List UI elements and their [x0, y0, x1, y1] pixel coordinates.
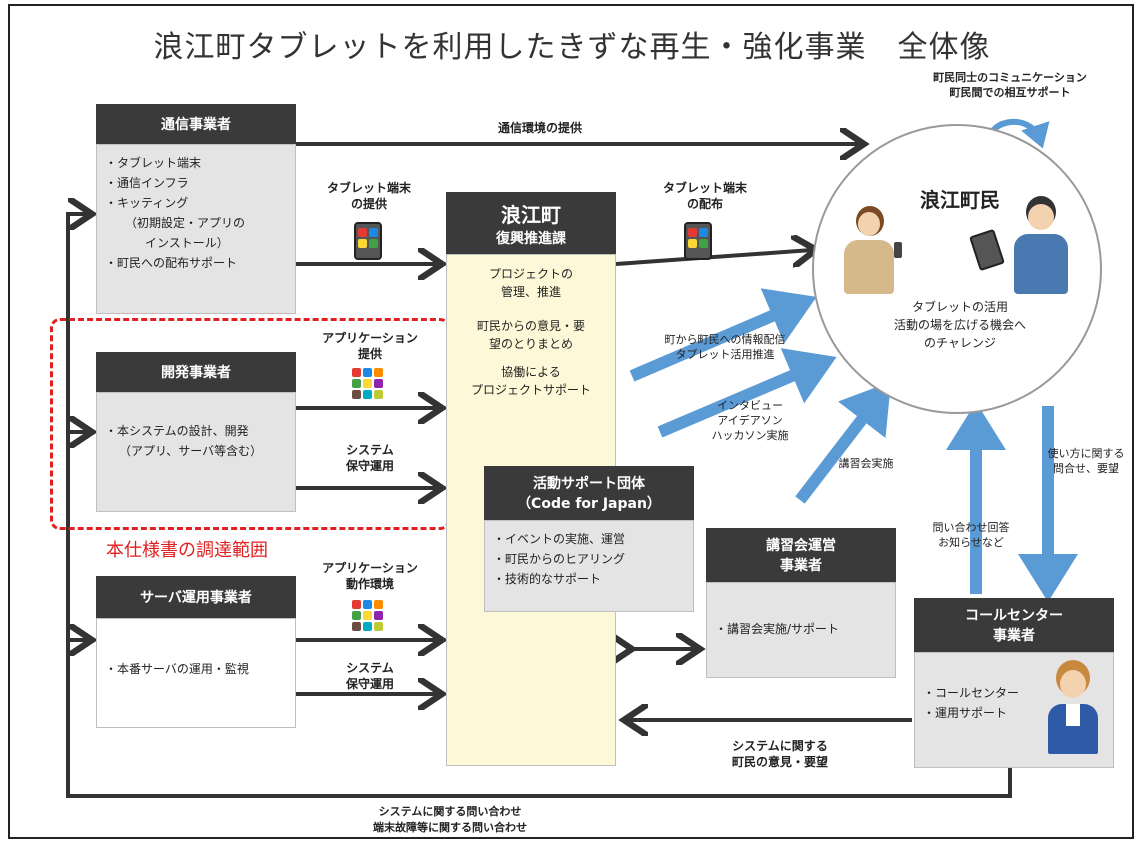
kaihatsu-item: ・本システムの設計、開発: [105, 424, 249, 438]
katsudo-item: ・技術的なサポート: [493, 572, 602, 586]
namie-header-sub: 復興推進課: [496, 230, 566, 247]
arrow-interview: [657, 348, 837, 438]
call-item: ・運用サポート: [923, 706, 1008, 720]
label-sys-maint2: システム 保守運用: [345, 661, 394, 691]
label-tablet-dist: タブレット端末 の配布: [662, 181, 747, 211]
katsudo-header: 活動サポート団体 （Code for Japan）: [484, 466, 694, 520]
label-usage-q: 使い方に関する 問合せ、要望: [1047, 447, 1125, 475]
label-app-provide: アプリケーション 提供: [322, 331, 418, 361]
katsudo-body: ・イベントの実施、運営 ・町民からのヒアリング ・技術的なサポート: [484, 520, 694, 612]
server-header: サーバ運用事業者: [96, 576, 296, 618]
page-title: 浪江町タブレットを利用したきずな再生・強化事業 全体像: [153, 30, 991, 65]
label-bottom: システムに関する問い合わせ 端末故障等に関する問い合わせ: [373, 805, 527, 834]
namie-item: 町民からの意見・要 望のとりまとめ: [476, 319, 585, 351]
katsudo-item: ・町民からのヒアリング: [493, 552, 626, 566]
tablet-icon-provide: [354, 222, 382, 260]
katsudo-item: ・イベントの実施、運営: [493, 532, 626, 546]
arrow-tablet-dist: [615, 250, 812, 264]
resident-person-man: [969, 196, 1072, 296]
diagram-frame: [8, 4, 1134, 839]
label-sys-maint1: システム 保守運用: [345, 443, 394, 473]
server-body: ・本番サーバの運用・監視: [96, 618, 296, 728]
resident-person-woman: [842, 206, 902, 296]
server-item: ・本番サーバの運用・監視: [105, 662, 249, 676]
scope-label: 本仕様書の調達範囲: [106, 540, 268, 561]
koshukai-header: 講習会運営 事業者: [706, 528, 896, 582]
kaihatsu-body: ・本システムの設計、開発 （アプリ、サーバ等含む）: [96, 392, 296, 512]
arrow-koshu: [795, 381, 891, 504]
residents-title: 浪江町民: [920, 188, 1000, 212]
tsushin-item: インストール）: [145, 236, 229, 250]
kaihatsu-header: 開発事業者: [96, 352, 296, 392]
namie-item: プロジェクトの 管理、推進: [488, 267, 573, 299]
tsushin-header: 通信事業者: [96, 104, 296, 144]
kaihatsu-item: （アプリ、サーバ等含む）: [119, 444, 263, 458]
tablet-app-grid: [688, 228, 708, 248]
tsushin-item: ・タブレット端末: [105, 156, 202, 170]
label-info-dist: 町から町民への情報配信 タブレット活用推進: [664, 333, 786, 361]
call-header: コールセンター 事業者: [914, 598, 1114, 652]
arrow-bottom-loop: [66, 214, 1012, 798]
app-icons-2: [352, 600, 383, 631]
namie-header: 浪江町 復興推進課: [446, 192, 616, 254]
tsushin-body: ・タブレット端末 ・通信インフラ ・キッティング （初期設定・アプリの インスト…: [96, 144, 296, 314]
koshukai-item: ・講習会実施/サポート: [715, 622, 840, 636]
label-answer: 問い合わせ回答 お知らせなど: [932, 521, 1010, 549]
tsushin-item: ・通信インフラ: [105, 176, 189, 190]
katsudo-header-title: 活動サポート団体: [533, 476, 645, 492]
tsushin-item: ・キッティング: [105, 196, 189, 210]
tablet-app-grid: [358, 228, 378, 248]
label-tablet-provide: タブレット端末 の提供: [326, 181, 411, 211]
namie-header-title: 浪江町: [501, 202, 561, 227]
operator-illustration: [1044, 660, 1104, 756]
katsudo-header-sub: （Code for Japan）: [517, 496, 661, 512]
label-top-comm: 町民同士のコミュニケーション 町民間での相互サポート: [933, 71, 1087, 99]
call-item: ・コールセンター: [923, 686, 1020, 700]
tablet-icon-dist: [684, 222, 712, 260]
arrow-info-dist: [629, 288, 817, 382]
label-sys-opinion: システムに関する 町民の意見・要望: [731, 739, 828, 769]
tsushin-item: ・町民への配布サポート: [105, 256, 238, 270]
label-koshu-jisshi: 講習会実施: [838, 457, 894, 470]
namie-item: 協働による プロジェクトサポート: [470, 365, 591, 397]
label-interview: インタビュー アイデアソン ハッカソン実施: [711, 399, 789, 442]
residents-text: タブレットの活用 活動の場を広げる機会へ のチャレンジ: [893, 300, 1026, 350]
koshukai-body: ・講習会実施/サポート: [706, 582, 896, 678]
app-icons-1: [352, 368, 383, 399]
label-comm-env: 通信環境の提供: [497, 121, 582, 135]
label-app-env: アプリケーション 動作環境: [322, 561, 418, 591]
tsushin-item: （初期設定・アプリの: [125, 216, 246, 230]
